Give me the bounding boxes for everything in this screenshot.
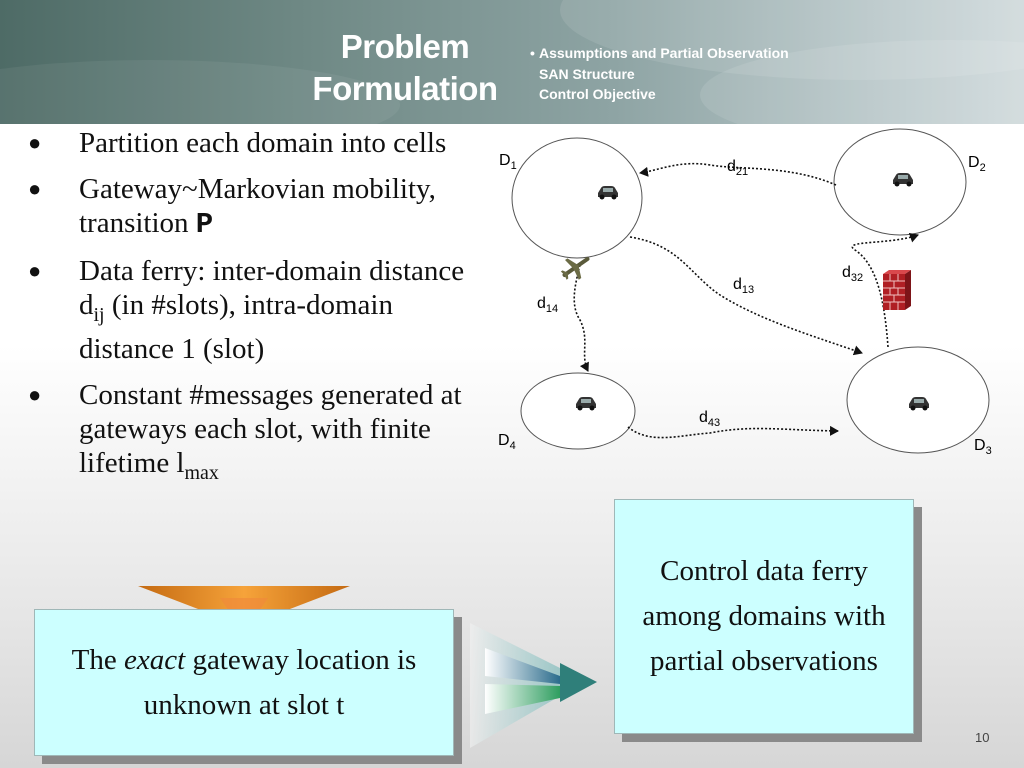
car-icon (576, 397, 596, 411)
bullet-item: ● Data ferry: inter-domain distance dij … (28, 255, 465, 365)
unknown-location-callout: The exact gateway location is unknown at… (34, 609, 454, 756)
nav-item-assumptions[interactable]: •Assumptions and Partial Observation (530, 43, 789, 64)
transition-symbol: P (195, 208, 214, 241)
distance-label-d14: d14 (537, 295, 558, 315)
nav-item-san-structure[interactable]: SAN Structure (539, 65, 635, 82)
domain-d4-circle (520, 372, 636, 450)
distance-label-d43: d43 (699, 409, 720, 429)
nav-item-control-objective[interactable]: Control Objective (539, 86, 656, 102)
merge-arrow-graphic (470, 623, 597, 748)
distance-label-d32: d32 (842, 264, 863, 284)
page-number: 10 (975, 730, 990, 745)
bullet-item: ● Gateway~Markovian mobility, transition… (28, 173, 436, 241)
ferry-path-d43 (627, 425, 839, 439)
domain-label-d1: D1 (499, 152, 517, 172)
emphasis-exact: exact (124, 643, 186, 676)
domain-label-d3: D3 (974, 437, 992, 457)
title-line-2: Formulation (312, 70, 498, 107)
domain-diagram: D1 D2 D3 D4 d21 d13 d32 d14 d43 (498, 128, 992, 457)
car-icon (909, 397, 929, 411)
bullet-item: ● Partition each domain into cells (28, 127, 447, 159)
ferry-path-d13 (629, 236, 863, 356)
slide-title: Problem Formulation (300, 26, 510, 110)
bullet-dot: ● (28, 381, 42, 407)
ferry-path-d14 (573, 264, 589, 372)
section-nav: •Assumptions and Partial Observation SAN… (530, 43, 789, 105)
car-icon (598, 186, 618, 200)
bullet-dot: ● (28, 130, 42, 155)
ferry-path-d32 (851, 232, 919, 348)
bullet-list: ● Partition each domain into cells ● Gat… (28, 126, 468, 502)
distance-label-d13: d13 (733, 276, 754, 296)
slide-header: Problem Formulation •Assumptions and Par… (0, 0, 1024, 124)
domain-label-d4: D4 (498, 432, 516, 452)
firewall-icon (883, 270, 911, 310)
distance-label-d21: d21 (727, 158, 748, 178)
bullet-item: ● Constant #messages generated at gatewa… (28, 378, 462, 484)
domain-label-d2: D2 (968, 154, 986, 174)
current-section-bullet: • (530, 45, 535, 61)
control-objective-callout: Control data ferry among domains with pa… (614, 499, 914, 734)
airplane-icon (560, 256, 590, 280)
car-icon (893, 173, 913, 187)
bullet-dot: ● (28, 176, 42, 201)
ferry-path-d21 (639, 162, 837, 186)
title-line-1: Problem (340, 28, 470, 65)
domain-d1-circle (511, 137, 643, 259)
bullet-dot: ● (28, 258, 42, 283)
